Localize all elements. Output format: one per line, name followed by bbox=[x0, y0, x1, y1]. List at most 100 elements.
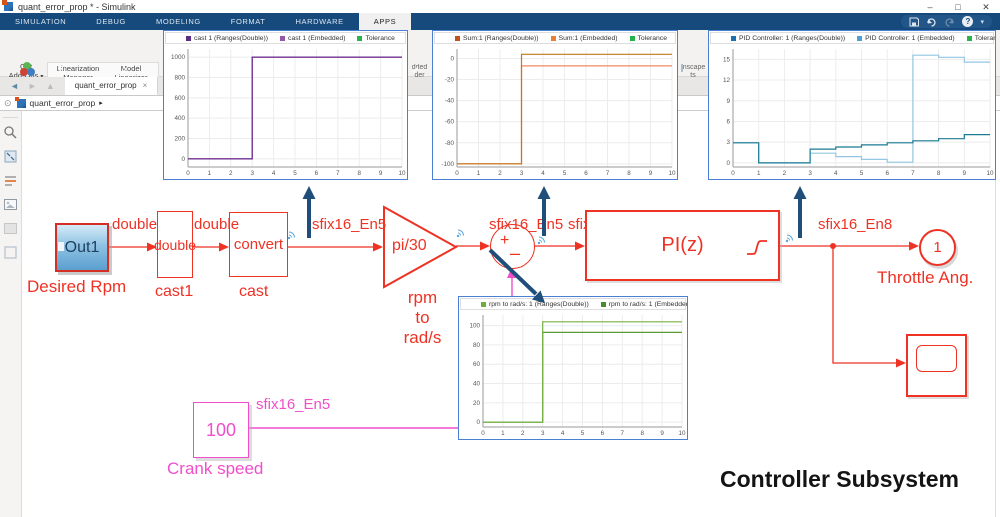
browser-toggle-icon[interactable]: ⊙ bbox=[4, 97, 12, 108]
svg-text:2: 2 bbox=[229, 170, 233, 177]
canvas-scrollbar[interactable] bbox=[995, 111, 996, 517]
saturation-icon bbox=[747, 240, 767, 255]
doc-tab-quant-error-prop[interactable]: quant_error_prop × bbox=[64, 77, 159, 95]
simulink-app-icon bbox=[2, 0, 13, 11]
signal-streaming-icon[interactable] bbox=[784, 231, 797, 249]
nav-forward-icon[interactable]: ► bbox=[27, 81, 37, 91]
svg-text:8: 8 bbox=[357, 170, 361, 177]
svg-text:4: 4 bbox=[272, 170, 276, 177]
tab-simulation[interactable]: SIMULATION bbox=[15, 17, 67, 26]
svg-text:10: 10 bbox=[678, 430, 686, 437]
outport-block[interactable]: 1 bbox=[919, 229, 956, 266]
cast-block[interactable]: convert bbox=[229, 212, 288, 277]
svg-text:12: 12 bbox=[723, 77, 731, 84]
undo-icon[interactable] bbox=[926, 17, 937, 27]
svg-text:0: 0 bbox=[476, 419, 480, 426]
out1-block[interactable]: Out1 bbox=[55, 223, 109, 272]
tab-hardware[interactable]: HARDWARE bbox=[295, 17, 344, 26]
svg-text:0: 0 bbox=[186, 170, 190, 177]
constant-block[interactable]: 100 bbox=[193, 402, 249, 458]
disabled-tool-icon[interactable] bbox=[3, 221, 18, 236]
svg-text:-60: -60 bbox=[445, 119, 455, 126]
nav-back-icon[interactable]: ◄ bbox=[10, 81, 19, 91]
embedded-coder-button-clipped[interactable]: dded der bbox=[411, 64, 428, 79]
svg-text:0: 0 bbox=[181, 156, 185, 163]
svg-text:4: 4 bbox=[541, 170, 545, 177]
tab-modeling[interactable]: MODELING bbox=[155, 17, 201, 26]
svg-text:6: 6 bbox=[601, 430, 605, 437]
svg-text:3: 3 bbox=[520, 170, 524, 177]
zoom-icon[interactable] bbox=[3, 125, 18, 140]
svg-text:-40: -40 bbox=[445, 98, 455, 105]
close-tab-icon[interactable]: × bbox=[142, 81, 148, 90]
signal-streaming-icon[interactable] bbox=[286, 228, 299, 246]
out1-caption: Desired Rpm bbox=[27, 277, 127, 296]
tab-format[interactable]: FORMAT bbox=[230, 17, 266, 26]
signal-streaming-icon[interactable] bbox=[536, 233, 549, 251]
svg-text:6: 6 bbox=[584, 170, 588, 177]
svg-text:2: 2 bbox=[521, 430, 525, 437]
svg-text:5: 5 bbox=[293, 170, 297, 177]
breadcrumb-model-name[interactable]: quant_error_prop bbox=[29, 98, 96, 108]
fit-to-view-icon[interactable] bbox=[3, 149, 18, 164]
model-icon bbox=[14, 96, 26, 108]
signal-streaming-icon[interactable] bbox=[455, 226, 468, 244]
signal-label-double1[interactable]: double bbox=[112, 216, 158, 233]
svg-text:200: 200 bbox=[174, 136, 185, 143]
tab-apps[interactable]: APPS bbox=[358, 13, 412, 30]
svg-text:7: 7 bbox=[336, 170, 340, 177]
svg-text:60: 60 bbox=[473, 361, 481, 368]
signal-label-sfix-out[interactable]: sfix16_En8 bbox=[818, 216, 893, 233]
save-icon[interactable] bbox=[909, 17, 920, 27]
svg-text:7: 7 bbox=[621, 430, 625, 437]
svg-text:4: 4 bbox=[561, 430, 565, 437]
quick-access-caret-icon[interactable]: ▾ bbox=[980, 18, 984, 26]
caret-down-icon: ▾ bbox=[40, 74, 43, 80]
svg-text:5: 5 bbox=[860, 170, 864, 177]
signal-label-sfix-gain[interactable]: sfix16_En5 bbox=[312, 216, 387, 233]
signal-routing-icon[interactable] bbox=[3, 173, 18, 188]
svg-text:-20: -20 bbox=[445, 77, 455, 84]
svg-text:800: 800 bbox=[174, 74, 185, 81]
svg-text:0: 0 bbox=[731, 170, 735, 177]
quick-access-toolbar: ? ▾ bbox=[901, 15, 992, 28]
area-select-icon[interactable] bbox=[3, 245, 18, 260]
scope-plot-rpm: rpm to rad/s: 1 (Ranges(Double))rpm to r… bbox=[458, 296, 688, 440]
maximize-button[interactable]: □ bbox=[955, 1, 961, 12]
signal-label-double2[interactable]: double bbox=[194, 216, 240, 233]
annotation-image-icon[interactable] bbox=[3, 197, 18, 212]
ribbon-tab-bar: SIMULATION DEBUG MODELING FORMAT HARDWAR… bbox=[0, 13, 1000, 30]
get-addons-button[interactable]: Get Add-Ons ▾ bbox=[8, 62, 44, 81]
gain-block[interactable]: pi/30 bbox=[383, 205, 461, 291]
svg-text:1: 1 bbox=[477, 170, 481, 177]
svg-text:4: 4 bbox=[834, 170, 838, 177]
minimize-button[interactable]: – bbox=[927, 1, 933, 12]
signal-label-sfix-crank[interactable]: sfix16_En5 bbox=[256, 396, 331, 413]
svg-text:9: 9 bbox=[726, 98, 730, 105]
window-title: quant_error_prop * - Simulink bbox=[18, 1, 136, 12]
svg-text:80: 80 bbox=[473, 342, 481, 349]
scope-plot-cast: cast 1 (Ranges(Double))cast 1 (Embedded)… bbox=[163, 30, 408, 180]
pid-controller-block[interactable]: PI(z) bbox=[585, 210, 780, 281]
cast1-block[interactable]: double bbox=[154, 211, 196, 278]
svg-text:2: 2 bbox=[498, 170, 502, 177]
scope-plot-pid: PID Controller: 1 (Ranges(Double))PID Co… bbox=[708, 30, 996, 180]
svg-text:3: 3 bbox=[726, 139, 730, 146]
svg-text:8: 8 bbox=[640, 430, 644, 437]
close-button[interactable]: ✕ bbox=[982, 1, 990, 12]
help-icon[interactable]: ? bbox=[962, 16, 974, 27]
redo-icon[interactable] bbox=[944, 17, 955, 27]
svg-text:0: 0 bbox=[481, 430, 485, 437]
scope-block[interactable] bbox=[906, 334, 967, 397]
tab-debug[interactable]: DEBUG bbox=[96, 17, 126, 26]
svg-text:8: 8 bbox=[627, 170, 631, 177]
svg-text:100: 100 bbox=[469, 323, 480, 330]
signal-label-sfix-sum[interactable]: sfix16_En5 bbox=[489, 216, 564, 233]
svg-text:1: 1 bbox=[501, 430, 505, 437]
svg-text:7: 7 bbox=[606, 170, 610, 177]
subsystem-annotation: Controller Subsystem bbox=[720, 466, 959, 492]
nav-up-icon[interactable]: ▲ bbox=[45, 81, 55, 91]
svg-text:6: 6 bbox=[885, 170, 889, 177]
scope-plot-sum: Sum:1 (Ranges(Double))Sum:1 (Embedded)To… bbox=[432, 30, 678, 180]
